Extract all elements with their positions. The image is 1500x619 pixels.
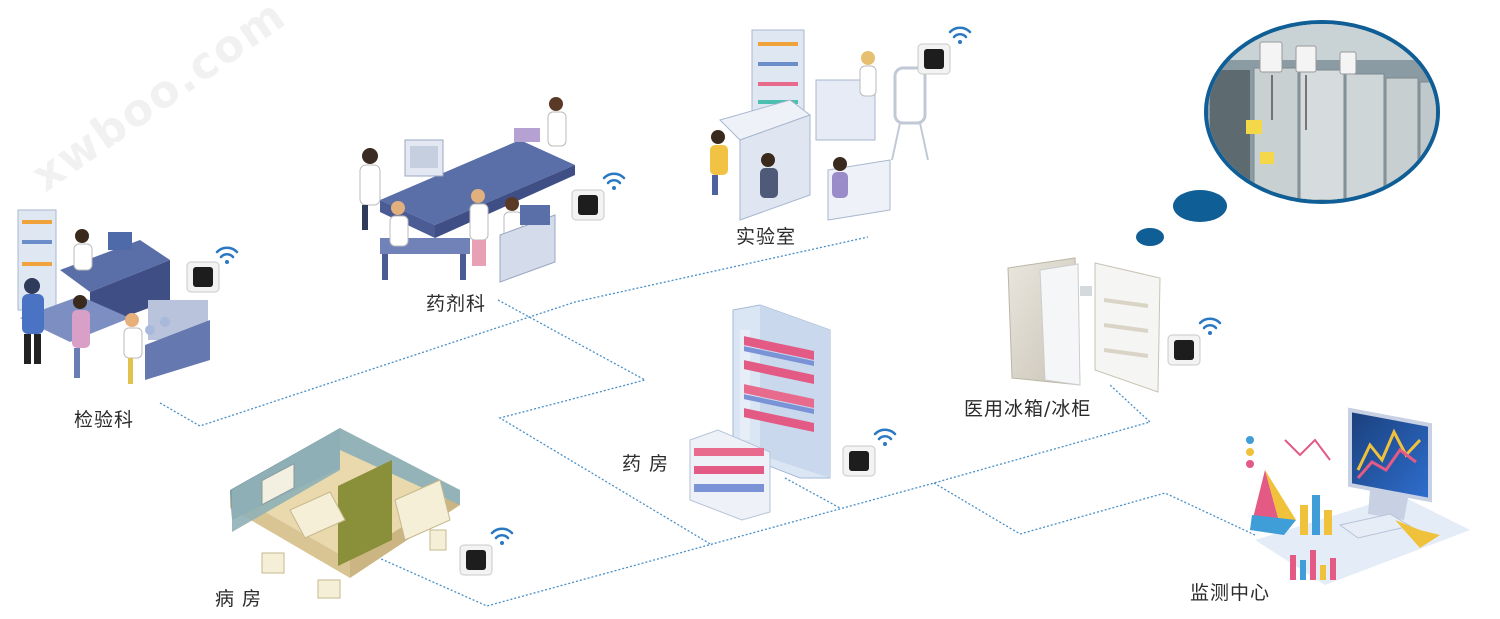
bubble-medium	[1173, 190, 1227, 222]
sensor-bingfang	[459, 527, 514, 576]
line-jiance	[933, 482, 1256, 536]
label-bingxiang: 医用冰箱/冰柜	[964, 398, 1092, 420]
sensor-shiyanshi	[917, 26, 972, 75]
drugstore-shelf-products	[744, 336, 814, 433]
label-bingfang: 病 房	[215, 588, 263, 610]
wifi-icon	[215, 246, 239, 259]
sensor-yaofang	[842, 428, 897, 477]
label-jianyanke: 检验科	[74, 409, 135, 431]
sensor-bingxiang	[1167, 317, 1222, 366]
label-jiance: 监测中心	[1190, 582, 1271, 604]
drugstore-scene-icon	[689, 304, 831, 521]
medical-fridge-scene-icon	[1007, 257, 1161, 393]
line-yaofang	[784, 477, 841, 509]
line-bingfang	[351, 384, 1152, 607]
wifi-icon	[873, 428, 897, 441]
ward-room-scene-icon	[230, 428, 460, 599]
label-yaojike: 药剂科	[426, 293, 487, 315]
bubble-small	[1136, 228, 1164, 246]
thought-bubbles	[1136, 20, 1440, 246]
wifi-icon	[602, 172, 626, 185]
label-yaofang: 药 房	[622, 453, 670, 475]
wifi-icon	[948, 26, 972, 39]
clinical-lab-scene-icon	[17, 209, 210, 384]
line-yaojike	[497, 299, 713, 546]
wifi-icon	[490, 527, 514, 540]
freezer-photo	[1208, 24, 1436, 200]
connection-lines	[159, 236, 1256, 607]
sensor-jianyanke	[186, 246, 239, 293]
wifi-icon	[1198, 317, 1222, 330]
sensor-yaojike	[571, 172, 626, 221]
laboratory-scene-icon	[710, 29, 929, 221]
label-shiyanshi: 实验室	[736, 226, 797, 248]
pharmacy-dept-scene-icon	[359, 97, 575, 283]
monitoring-center-scene-icon	[1246, 407, 1470, 585]
